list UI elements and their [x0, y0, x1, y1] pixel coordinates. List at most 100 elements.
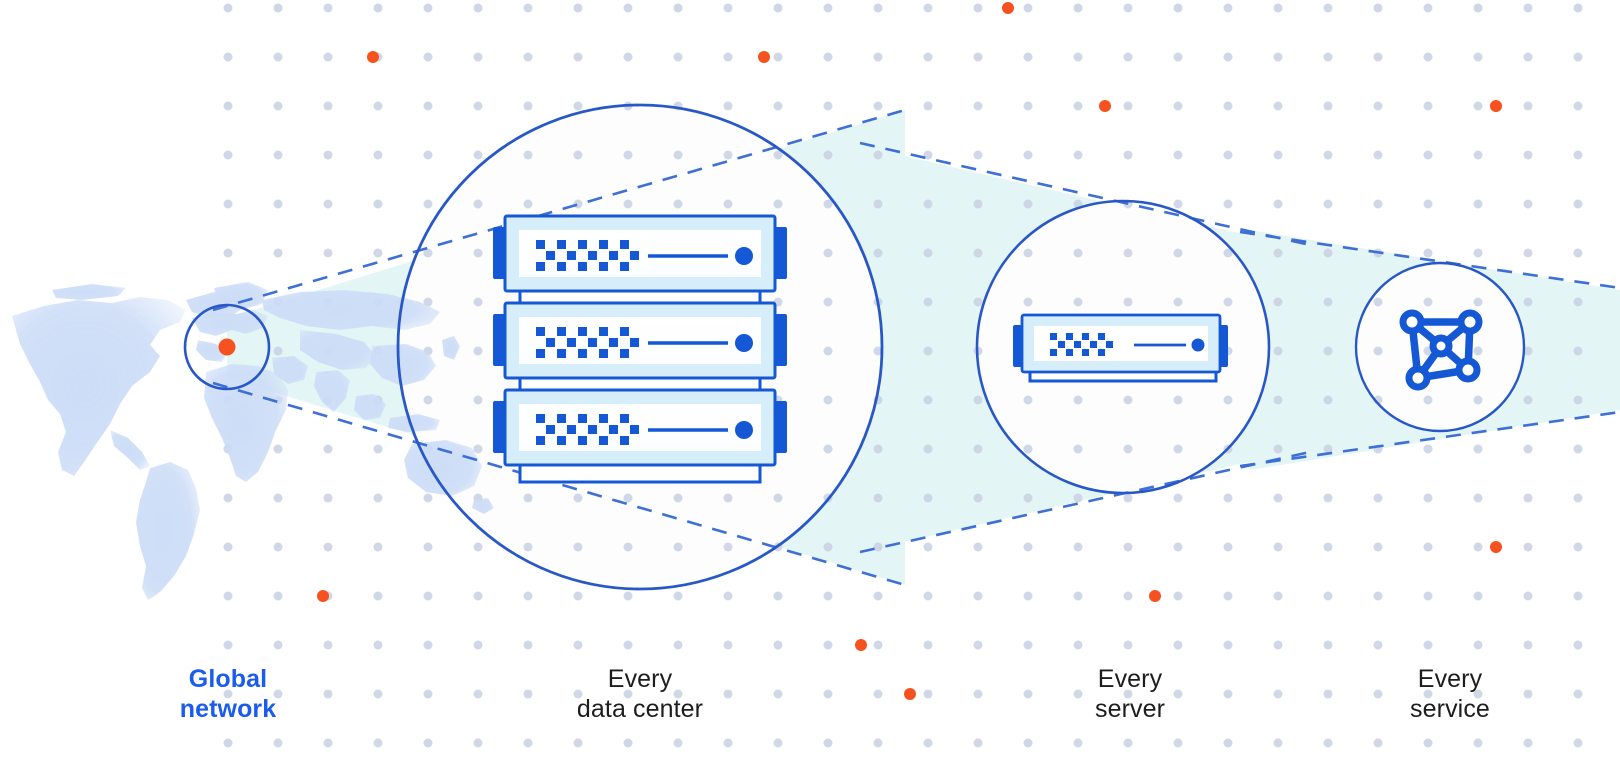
grid-dot: [1573, 199, 1583, 209]
network-graph-nodes: [1399, 309, 1483, 391]
grid-dot: [723, 150, 733, 160]
grid-dot: [1073, 542, 1083, 552]
grid-dot: [1573, 395, 1583, 405]
grid-dot: [423, 689, 433, 699]
grid-dot: [673, 150, 683, 160]
grid-dot: [623, 3, 633, 13]
grid-dot: [273, 591, 283, 601]
grid-dot: [1023, 395, 1033, 405]
grid-dot: [1423, 101, 1433, 111]
grid-dot: [973, 3, 983, 13]
grid-dot: [823, 591, 833, 601]
grid-dot: [973, 640, 983, 650]
grid-dot: [373, 738, 383, 748]
grid-dot: [723, 3, 733, 13]
grid-dot: [1073, 150, 1083, 160]
grid-dot: [323, 689, 333, 699]
grid-dot: [1123, 444, 1133, 454]
grid-dot: [1473, 542, 1483, 552]
grid-dot: [623, 199, 633, 209]
grid-dot: [423, 150, 433, 160]
grid-dot: [1123, 297, 1133, 307]
grid-dot: [673, 199, 683, 209]
grid-dot: [1373, 3, 1383, 13]
grid-dot: [1373, 150, 1383, 160]
stage-label-service: Every service: [1410, 665, 1490, 723]
grid-dot: [923, 689, 933, 699]
grid-dot: [1223, 52, 1233, 62]
grid-dot: [223, 150, 233, 160]
grid-dot: [1223, 689, 1233, 699]
grid-dot: [823, 150, 833, 160]
map-location-pin-icon: [218, 338, 236, 356]
status-led-2: [735, 334, 753, 352]
grid-dot: [1023, 689, 1033, 699]
grid-dot: [1273, 3, 1283, 13]
grid-dot: [973, 297, 983, 307]
stage-label-global-network: Global network: [179, 665, 277, 723]
grid-dot: [1273, 248, 1283, 258]
grid-dot: [1323, 493, 1333, 503]
grid-dot: [1123, 493, 1133, 503]
grid-dot-accent: [758, 51, 770, 63]
grid-dot: [1373, 346, 1383, 356]
grid-dot: [1073, 101, 1083, 111]
grid-dot: [1273, 689, 1283, 699]
grid-dot: [1373, 542, 1383, 552]
grid-dot: [1323, 591, 1333, 601]
grid-dot: [873, 346, 883, 356]
grid-dot: [1273, 444, 1283, 454]
grid-dot: [673, 738, 683, 748]
grid-dot: [1273, 297, 1283, 307]
grid-dot: [473, 591, 483, 601]
grid-dot: [1373, 52, 1383, 62]
grid-dot: [1573, 444, 1583, 454]
grid-dot: [1173, 395, 1183, 405]
grid-dot: [1023, 101, 1033, 111]
grid-dot: [373, 150, 383, 160]
grid-dot: [523, 150, 533, 160]
grid-dot: [1273, 150, 1283, 160]
grid-dot: [1473, 150, 1483, 160]
grid-dot: [1173, 101, 1183, 111]
grid-dot: [1123, 248, 1133, 258]
grid-dot: [823, 101, 833, 111]
grid-dot: [973, 738, 983, 748]
grid-dot: [973, 199, 983, 209]
grid-dot: [1323, 346, 1333, 356]
grid-dot: [1323, 738, 1333, 748]
grid-dot: [1123, 640, 1133, 650]
grid-dot: [1223, 493, 1233, 503]
grid-dot: [1173, 689, 1183, 699]
grid-dot: [273, 3, 283, 13]
grid-dot: [1173, 493, 1183, 503]
grid-dot: [923, 101, 933, 111]
grid-dot: [973, 101, 983, 111]
grid-dot: [573, 542, 583, 552]
grid-dot: [823, 640, 833, 650]
grid-dot: [1473, 297, 1483, 307]
grid-dot: [1373, 101, 1383, 111]
grid-dot: [423, 297, 433, 307]
grid-dot: [373, 689, 383, 699]
grid-dot: [473, 346, 483, 356]
grid-dot: [1523, 3, 1533, 13]
grid-dot: [723, 689, 733, 699]
grid-dot: [223, 738, 233, 748]
grid-dot: [1173, 150, 1183, 160]
grid-dot: [1473, 346, 1483, 356]
grid-dot: [1173, 199, 1183, 209]
grid-dot: [223, 101, 233, 111]
grid-dot: [1073, 248, 1083, 258]
grid-dot: [573, 3, 583, 13]
grid-dot: [273, 444, 283, 454]
grid-dot: [923, 738, 933, 748]
grid-dot: [423, 3, 433, 13]
grid-dot: [1123, 101, 1133, 111]
grid-dot: [1273, 542, 1283, 552]
grid-dot: [723, 542, 733, 552]
grid-dot: [1523, 444, 1533, 454]
grid-dot: [973, 248, 983, 258]
grid-dot: [1123, 542, 1133, 552]
grid-dot: [473, 3, 483, 13]
